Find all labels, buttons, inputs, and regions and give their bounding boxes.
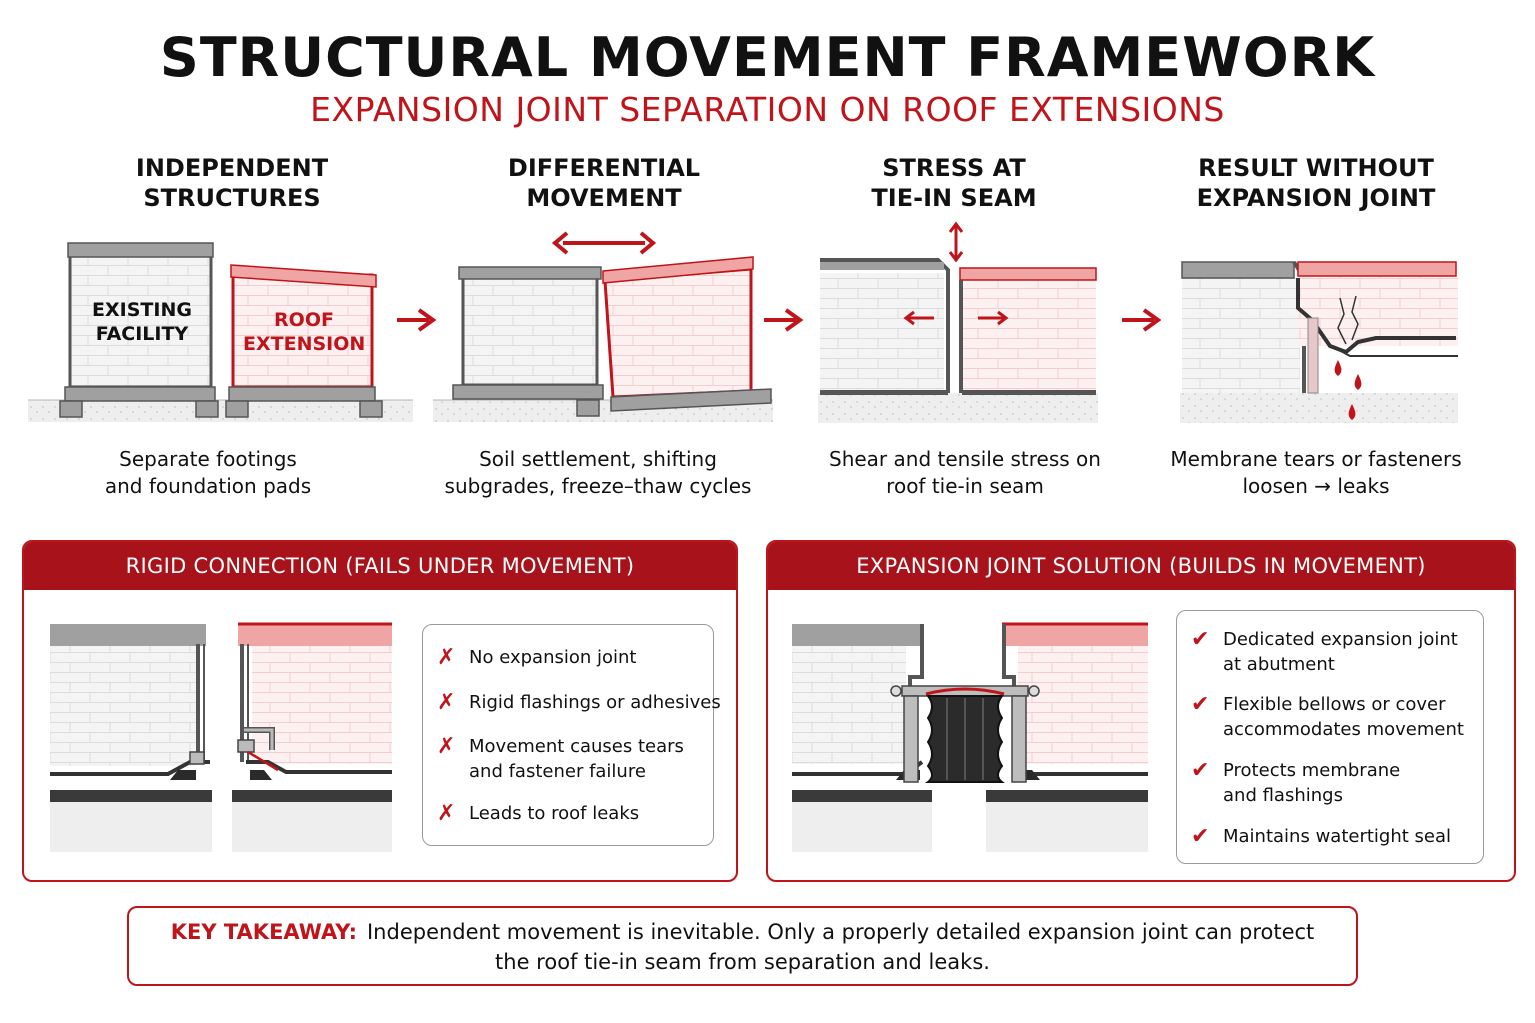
page-subtitle: EXPANSION JOINT SEPARATION ON ROOF EXTEN… xyxy=(310,90,1225,129)
right-arrow-icon xyxy=(1122,308,1162,332)
check-mark-icon: ✔ xyxy=(1191,692,1210,717)
key-takeaway-text: Independent movement is inevitable. Only… xyxy=(366,920,1315,944)
right-arrow-icon xyxy=(397,308,437,332)
page-title: STRUCTURAL MOVEMENT FRAMEWORK xyxy=(159,26,1376,89)
right-arrow-icon xyxy=(978,310,1009,326)
rigid-connection-list: ✗ No expansion joint ✗ Rigid flashings o… xyxy=(422,624,721,846)
water-drop-icon xyxy=(1334,360,1362,420)
differential-movement-illustration xyxy=(433,231,773,422)
x-mark-icon: ✗ xyxy=(437,801,456,826)
rigid-connection-title: RIGID CONNECTION (FAILS UNDER MOVEMENT) xyxy=(24,542,736,590)
rigid-connection-illustration xyxy=(50,622,392,852)
stress-at-seam-illustration xyxy=(818,221,1098,423)
expansion-joint-title: EXPANSION JOINT SOLUTION (BUILDS IN MOVE… xyxy=(768,542,1514,590)
right-arrow-icon xyxy=(764,308,804,332)
key-takeaway-label: KEY TAKEAWAY: xyxy=(170,920,357,944)
double-arrow-icon xyxy=(551,231,657,255)
rigid-connection-panel: RIGID CONNECTION (FAILS UNDER MOVEMENT) … xyxy=(22,540,738,882)
check-mark-icon: ✔ xyxy=(1191,627,1210,652)
x-mark-icon: ✗ xyxy=(437,645,456,670)
key-takeaway-box: KEY TAKEAWAY: Independent movement is ine… xyxy=(127,906,1358,986)
key-takeaway-text-line2: the roof tie-in seam from separation and… xyxy=(495,950,990,974)
expansion-joint-panel: EXPANSION JOINT SOLUTION (BUILDS IN MOVE… xyxy=(766,540,1516,882)
check-mark-icon: ✔ xyxy=(1191,824,1210,849)
independent-structures-illustration xyxy=(28,242,413,422)
x-mark-icon: ✗ xyxy=(437,690,456,715)
x-mark-icon: ✗ xyxy=(437,734,456,759)
failure-result-illustration xyxy=(1180,260,1458,423)
left-arrow-icon xyxy=(903,310,934,326)
vertical-double-arrow-icon xyxy=(948,221,964,263)
check-mark-icon: ✔ xyxy=(1191,758,1210,783)
expansion-joint-illustration xyxy=(792,622,1148,852)
